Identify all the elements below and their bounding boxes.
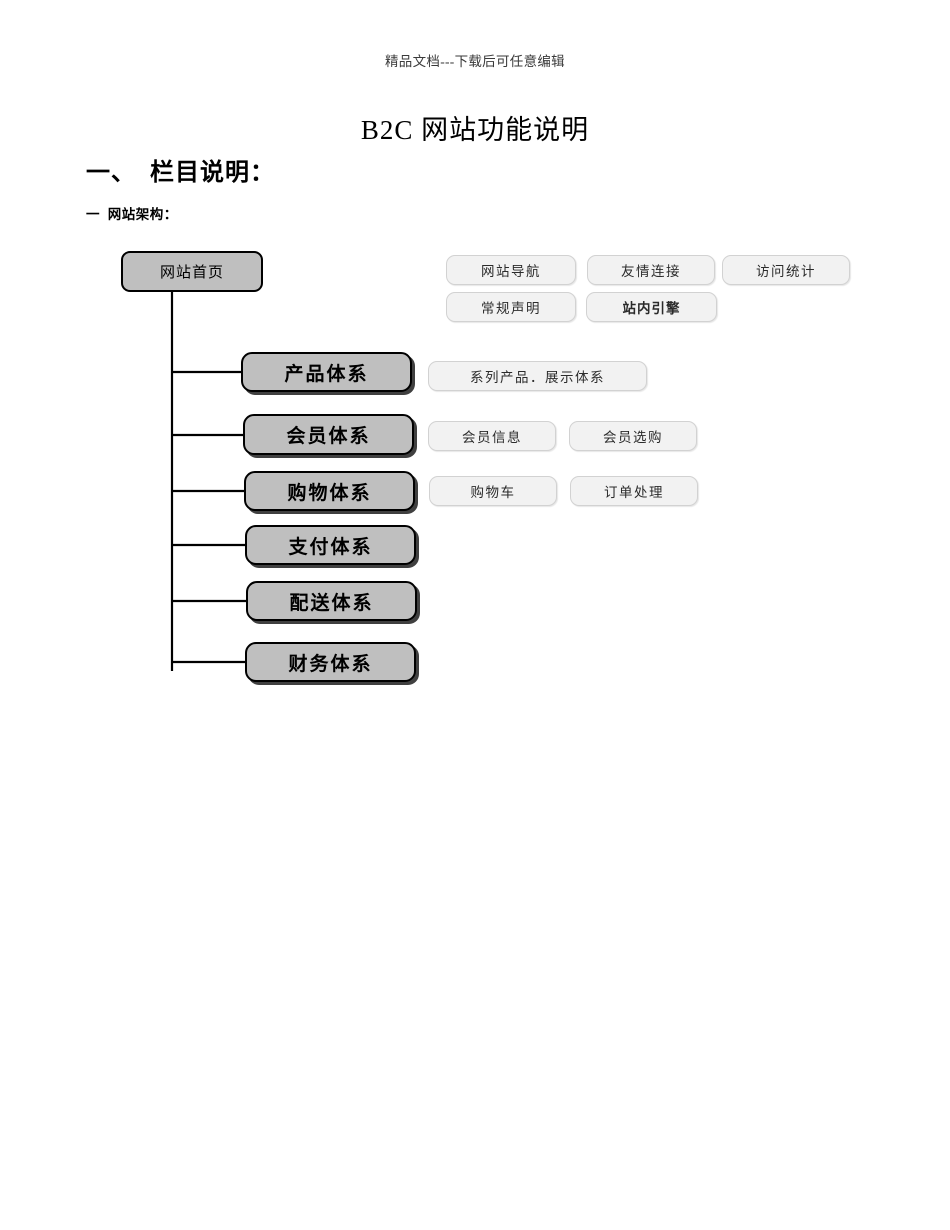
- feature-tag-box[interactable]: 会员信息: [428, 421, 556, 451]
- tree-node-branch[interactable]: 支付体系: [245, 525, 416, 565]
- feature-tag-box[interactable]: 订单处理: [570, 476, 698, 506]
- feature-tag-box[interactable]: 友情连接: [587, 255, 715, 285]
- tree-node-branch[interactable]: 购物体系: [244, 471, 415, 511]
- feature-tag-box[interactable]: 网站导航: [446, 255, 576, 285]
- document-header-note: 精品文档---下载后可任意编辑: [385, 54, 565, 69]
- feature-tag-box[interactable]: 访问统计: [722, 255, 850, 285]
- feature-tag-box[interactable]: 站内引擎: [586, 292, 717, 322]
- feature-tag-box[interactable]: 会员选购: [569, 421, 697, 451]
- tree-node-branch[interactable]: 财务体系: [245, 642, 416, 682]
- tree-node-branch[interactable]: 会员体系: [243, 414, 414, 455]
- page-title: B2C 网站功能说明: [360, 115, 590, 145]
- sub-heading: 一 网站架构：: [86, 207, 178, 222]
- feature-tag-box[interactable]: 常规声明: [446, 292, 576, 322]
- feature-tag-box[interactable]: 购物车: [429, 476, 557, 506]
- feature-tag-box[interactable]: 系列产品．展示体系: [428, 361, 647, 391]
- tree-node-branch[interactable]: 配送体系: [246, 581, 417, 621]
- tree-node-root[interactable]: 网站首页: [121, 251, 263, 292]
- tree-node-branch[interactable]: 产品体系: [241, 352, 412, 392]
- section-heading: 一、 栏目说明：: [86, 160, 275, 186]
